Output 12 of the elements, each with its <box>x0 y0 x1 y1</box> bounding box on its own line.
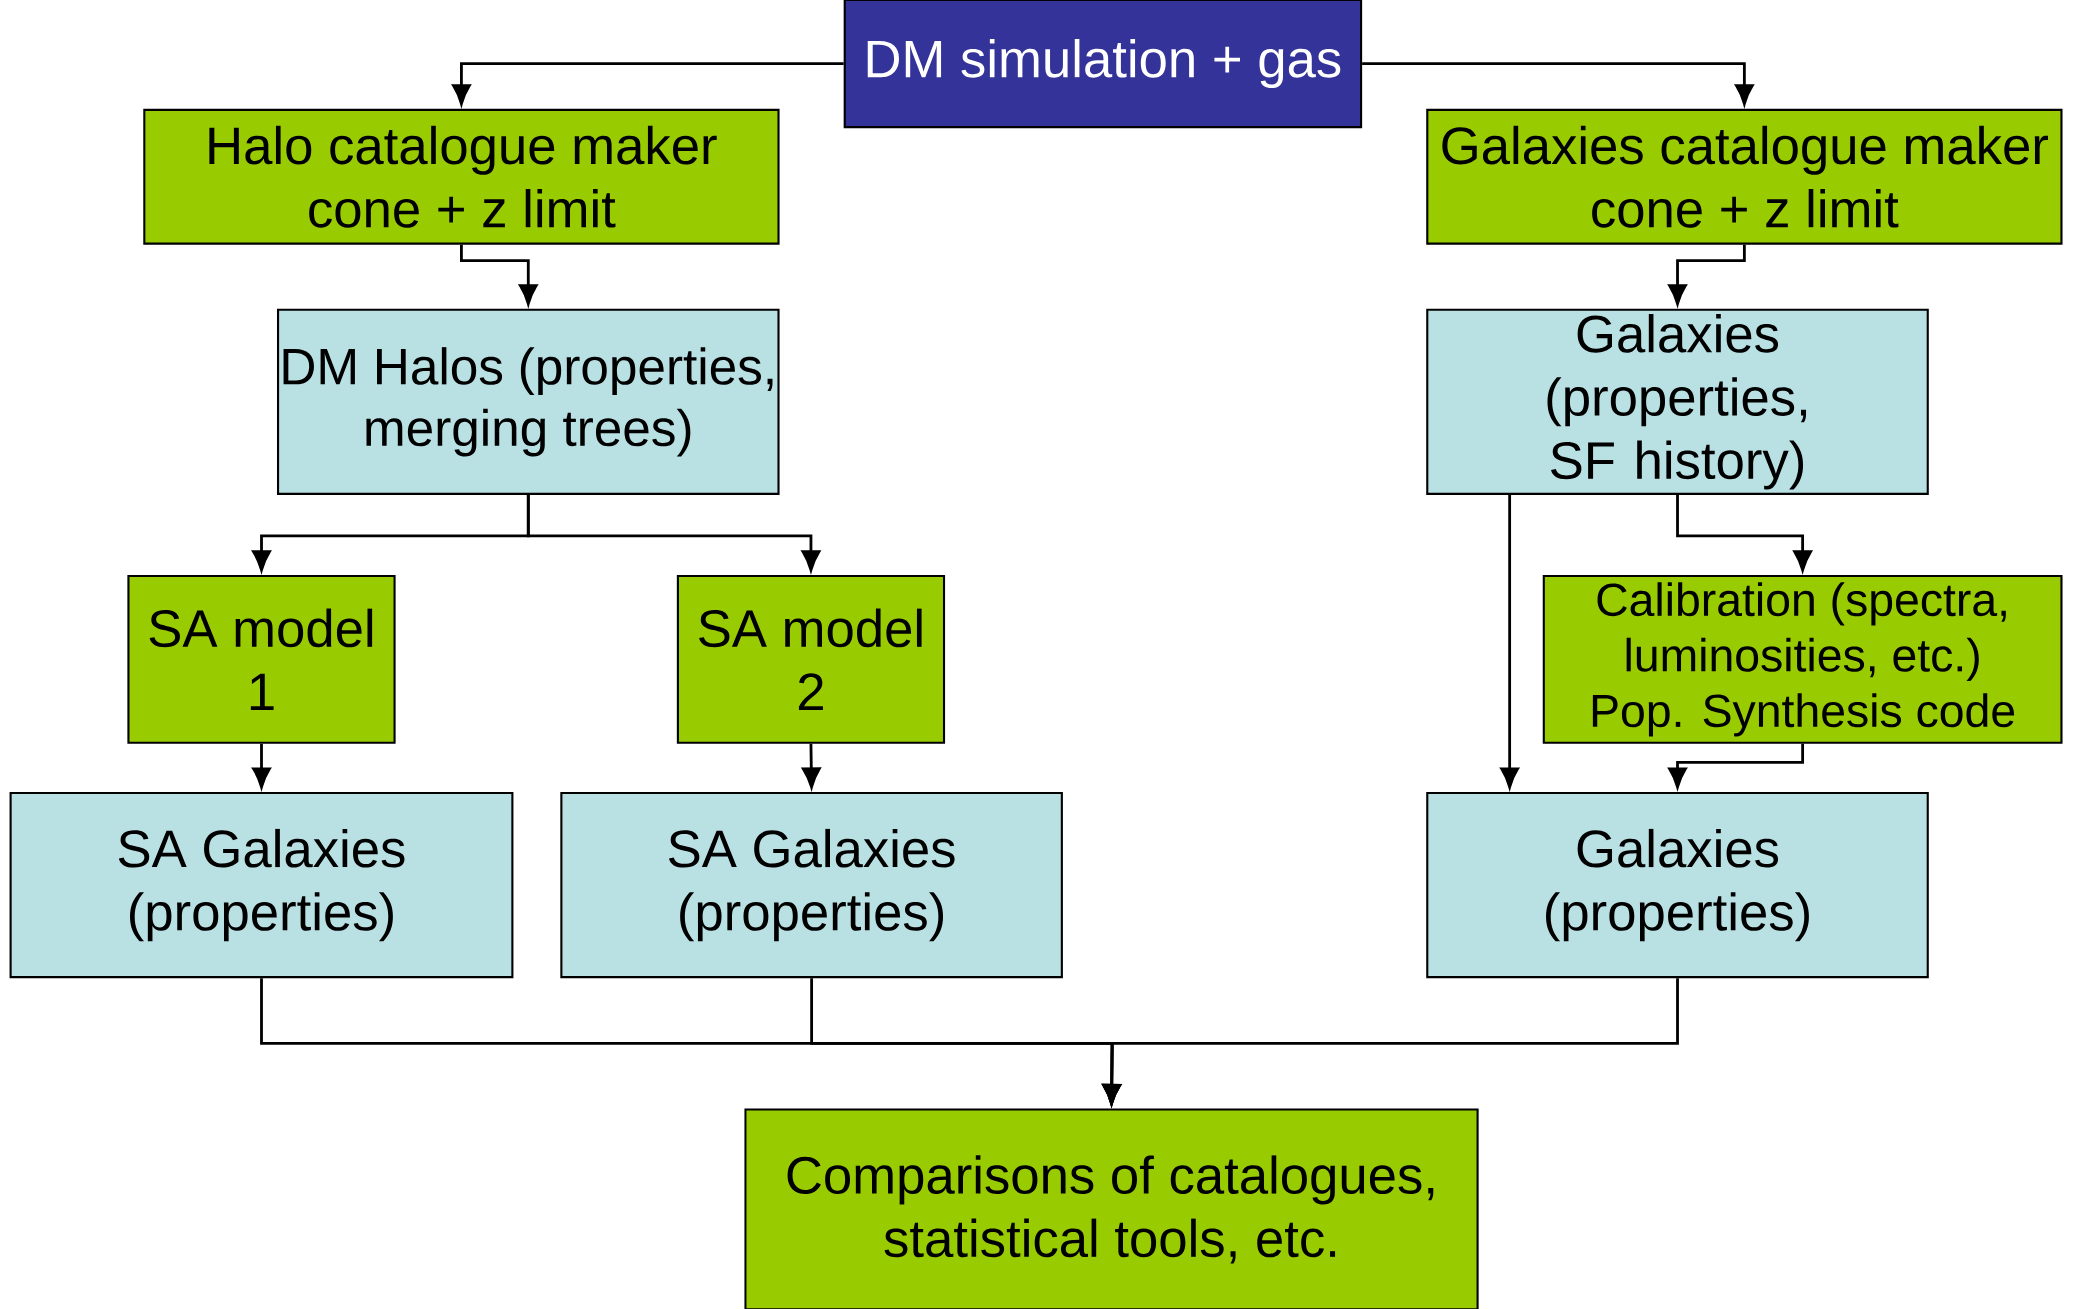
data-box: SA Galaxies (properties) <box>560 791 1063 978</box>
data-box: SA Galaxies (properties) <box>9 791 514 978</box>
source-box: DM simulation + gas <box>843 0 1363 128</box>
data-box: Galaxies (properties) <box>1426 791 1929 978</box>
data-box: DM Halos (properties, merging trees) <box>277 308 780 495</box>
process-box: Calibration (spectra, luminosities, etc.) Pop. Synthesis code <box>1542 574 2063 744</box>
process-box: SA model 1 <box>127 574 396 744</box>
process-box: SA model 2 <box>676 574 946 744</box>
process-box: Comparisons of catalogues, statistical tools, etc. <box>744 1108 1479 1309</box>
process-box: Galaxies catalogue maker cone + z limit <box>1426 108 2063 245</box>
data-box: Galaxies (properties, SF history) <box>1426 308 1929 495</box>
process-box: Halo catalogue maker cone + z limit <box>143 108 780 245</box>
